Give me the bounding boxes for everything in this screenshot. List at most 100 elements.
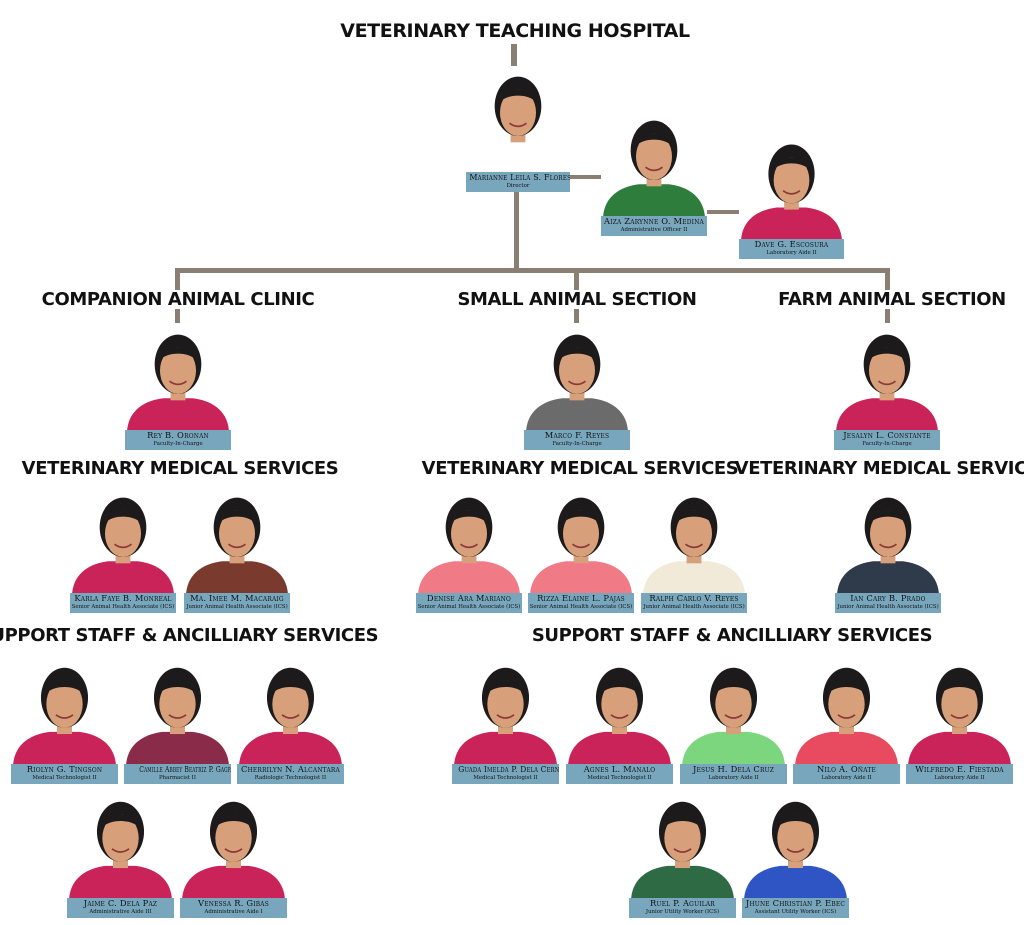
staff-role: Junior Animal Health Associate (ICS) bbox=[643, 603, 745, 610]
staff-name: Jesus H. Dela Cruz bbox=[692, 765, 775, 775]
staff-name: Marco F. Reyes bbox=[544, 431, 610, 441]
staff-role: Junior Animal Health Associate (ICS) bbox=[837, 603, 939, 610]
person-silhouette bbox=[601, 110, 707, 216]
heading-small-animal-section: SMALL ANIMAL SECTION bbox=[457, 289, 697, 310]
heading-support-companion: SUPPORT STAFF & ANCILLIARY SERVICES bbox=[0, 625, 379, 646]
staff-photo bbox=[11, 658, 118, 764]
person-silhouette bbox=[125, 325, 231, 430]
staff-photo bbox=[452, 658, 559, 764]
heading-vms-companion: VETERINARY MEDICAL SERVICES bbox=[21, 458, 339, 479]
heading-vms-small: VETERINARY MEDICAL SERVICES bbox=[421, 458, 739, 479]
staff-photo bbox=[739, 135, 844, 239]
staff-photo bbox=[601, 110, 707, 216]
staff-name: Denise Ara Mariano bbox=[426, 594, 512, 604]
staff-name: Ma. Imee M. Macaraig bbox=[190, 594, 284, 604]
staff-role: Senior Animal Health Associate (ICS) bbox=[529, 603, 633, 610]
staff-role: Senior Animal Health Associate (ICS) bbox=[71, 603, 175, 610]
person-silhouette bbox=[566, 658, 673, 764]
person-silhouette bbox=[180, 792, 287, 898]
person-silhouette bbox=[906, 658, 1013, 764]
staff-photo bbox=[629, 792, 736, 898]
staff-photo bbox=[124, 658, 231, 764]
connector-branch-companion bbox=[175, 268, 180, 290]
person-silhouette bbox=[834, 325, 940, 430]
staff-role: Radiologic Technologist II bbox=[254, 774, 327, 781]
staff-role: Junior Utility Worker (ICS) bbox=[645, 908, 720, 915]
staff-name: Rey B. Oronan bbox=[147, 431, 209, 441]
staff-role: Assistant Utility Worker (ICS) bbox=[754, 908, 837, 915]
person-silhouette bbox=[528, 488, 634, 593]
connector-companion-head bbox=[175, 309, 180, 323]
connector-branch-small bbox=[574, 268, 579, 290]
staff-photo bbox=[834, 325, 940, 430]
staff-role: Laboratory Aide II bbox=[934, 774, 985, 781]
person-silhouette bbox=[70, 488, 176, 593]
staff-role: Laboratory Aide II bbox=[708, 774, 759, 781]
person-silhouette bbox=[680, 658, 787, 764]
chart-title: VETERINARY TEACHING HOSPITAL bbox=[340, 20, 690, 42]
staff-role: Laboratory Aide II bbox=[766, 249, 817, 256]
staff-photo bbox=[184, 488, 290, 593]
connector-small-head bbox=[574, 309, 579, 323]
staff-photo bbox=[906, 658, 1013, 764]
person-silhouette bbox=[739, 135, 844, 239]
staff-role: Medical Technologist II bbox=[32, 774, 97, 781]
staff-role: Director bbox=[506, 182, 530, 189]
person-silhouette bbox=[793, 658, 900, 764]
staff-role: Pharmacist II bbox=[159, 774, 196, 781]
staff-name: Aiza Zarynne O. Medina bbox=[603, 217, 705, 227]
staff-name: Jhune Christian P. Ebec bbox=[745, 899, 846, 909]
staff-photo bbox=[641, 488, 747, 593]
person-silhouette bbox=[641, 488, 747, 593]
staff-photo bbox=[125, 325, 231, 430]
person-silhouette bbox=[67, 792, 174, 898]
staff-photo bbox=[67, 792, 174, 898]
staff-name: Agnes L. Manalo bbox=[583, 765, 656, 775]
connector-lines bbox=[175, 44, 890, 323]
staff-role: Faculty-In-Charge bbox=[153, 440, 203, 447]
staff-name: Camille Abbey Beatriz P. Gagpanan bbox=[139, 765, 231, 775]
connector-director-trunk bbox=[514, 192, 519, 268]
staff-name: Cherrilyn N. Alcantara bbox=[240, 765, 340, 775]
connector-title-director bbox=[511, 44, 517, 66]
staff-photo bbox=[793, 658, 900, 764]
staff-photo bbox=[680, 658, 787, 764]
connector-branch-farm bbox=[885, 268, 890, 290]
staff-role: Senior Animal Health Associate (ICS) bbox=[417, 603, 521, 610]
staff-name: Ruel P. Aguilar bbox=[650, 899, 715, 909]
staff-photo bbox=[566, 658, 673, 764]
staff-role: Administrative Officer II bbox=[620, 226, 688, 233]
